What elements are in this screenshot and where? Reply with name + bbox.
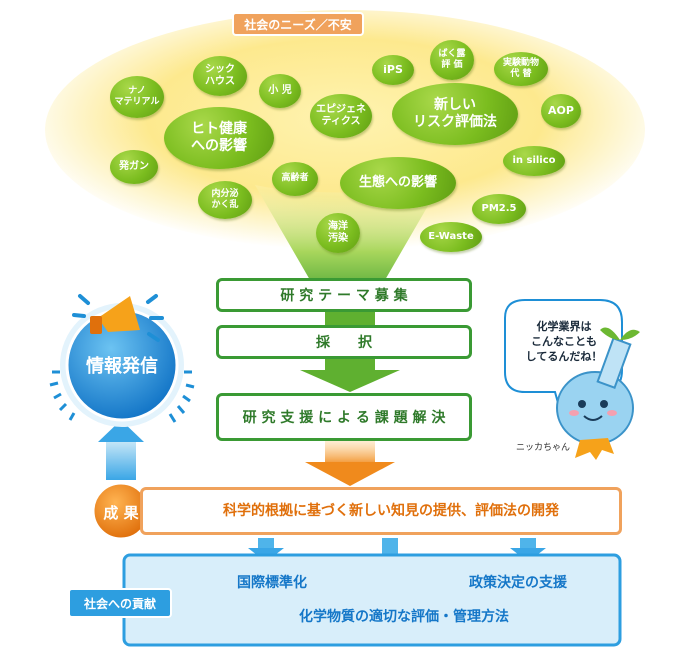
step-recruit: 研 究 テ ー マ 募 集: [216, 278, 472, 312]
mascot-flask-icon: [556, 327, 640, 460]
bubble-exposure: ばく露 評 価: [430, 40, 474, 80]
bubble-epigenetics: エピジェネ ティクス: [310, 94, 372, 138]
megaphone-icon: [72, 294, 164, 342]
bubble-nano: ナノ マテリアル: [110, 76, 164, 118]
bubble-human-health: ヒト健康 への影響: [164, 107, 274, 169]
bubble-sick-house: シック ハウス: [193, 56, 247, 96]
contribution-standard: 国際標準化: [237, 575, 307, 591]
result-text: 科学的根拠に基づく新しい知見の提供、評価法の開発: [223, 503, 559, 519]
result-bar: [140, 487, 622, 535]
bubble-ewaste: E-Waste: [420, 222, 482, 252]
bubble-new-risk: 新しい リスク評価法: [392, 83, 518, 145]
bubble-animal: 実験動物 代 替: [494, 52, 548, 86]
bubble-ocean: 海洋 汚染: [316, 213, 360, 253]
contribution-tag: 社会への貢献: [68, 588, 172, 618]
step-support: 研 究 支 援 に よ る 課 題 解 決: [216, 393, 472, 441]
bubble-aop: AOP: [541, 94, 581, 128]
contribution-management: 化学物質の適切な評価・管理方法: [299, 609, 509, 625]
contribution-policy: 政策決定の支援: [469, 575, 567, 591]
bubble-pm25: PM2.5: [472, 194, 526, 224]
bubble-endocrine: 内分泌 かく乱: [198, 181, 252, 219]
bubble-in-silico: in silico: [503, 146, 565, 176]
bubble-child: 小 児: [259, 74, 301, 108]
bubble-ips: iPS: [372, 55, 414, 85]
mascot-speech-text: 化学業界は こんなことも してるんだね！: [525, 320, 603, 363]
step-adopt: 採 択: [216, 325, 472, 359]
needs-tag: 社会のニーズ／不安: [232, 12, 364, 36]
info-dissemination-label: 情報発信: [86, 356, 158, 377]
bubble-elderly: 高齢者: [272, 162, 318, 196]
result-badge: 成 果: [103, 504, 139, 522]
mascot-name: ニッカちゃん: [516, 443, 571, 453]
bubble-ecology: 生態への影響: [340, 157, 456, 209]
bubble-cancer: 発ガン: [110, 150, 158, 184]
